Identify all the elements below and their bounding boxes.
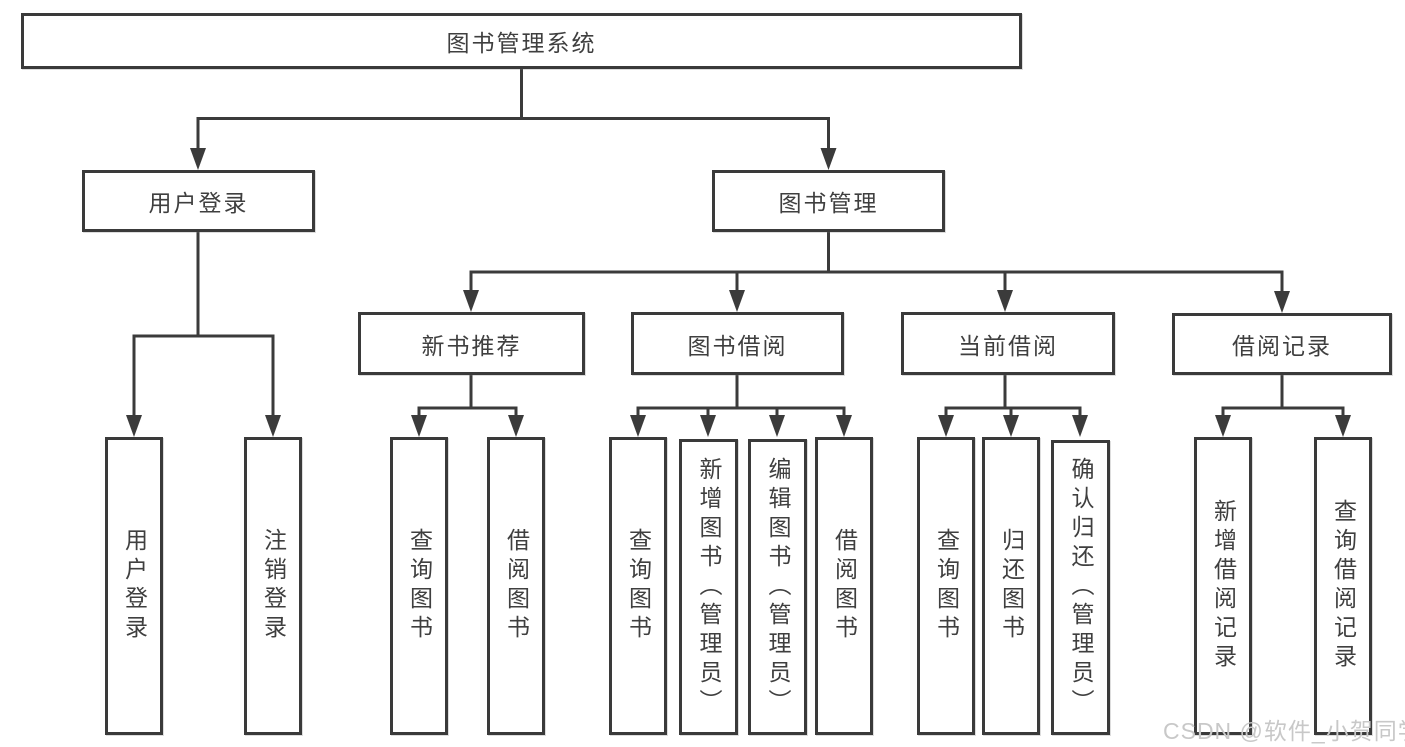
leaf-edit-books-admin: 编辑图书（管理员） <box>748 439 807 735</box>
leaf-query-borrow-record: 查询借阅记录 <box>1314 437 1372 735</box>
leaf-query-books-recommend: 查询图书 <box>390 437 448 735</box>
leaf-add-books-admin: 新增图书（管理员） <box>679 439 738 735</box>
leaf-return-books: 归还图书 <box>982 437 1040 735</box>
leaf-borrow-books-recommend: 借阅图书 <box>487 437 545 735</box>
node-user-login: 用户登录 <box>82 170 315 232</box>
leaf-logout: 注销登录 <box>244 437 302 735</box>
node-new-book-recommend: 新书推荐 <box>358 312 585 375</box>
watermark: CSDN @软件_小贺同学 <box>1163 718 1405 744</box>
node-borrow-records: 借阅记录 <box>1172 313 1392 375</box>
node-book-borrow: 图书借阅 <box>631 312 844 375</box>
leaf-query-books-current: 查询图书 <box>917 437 975 735</box>
node-library-system: 图书管理系统 <box>21 13 1022 69</box>
leaf-user-login: 用户登录 <box>105 437 163 735</box>
leaf-confirm-return-admin: 确认归还（管理员） <box>1051 440 1110 735</box>
node-book-management: 图书管理 <box>712 170 945 232</box>
leaf-borrow-books: 借阅图书 <box>815 437 873 735</box>
leaf-query-books-borrow: 查询图书 <box>609 437 667 735</box>
leaf-add-borrow-record: 新增借阅记录 <box>1194 437 1252 735</box>
node-current-borrow: 当前借阅 <box>901 312 1115 375</box>
